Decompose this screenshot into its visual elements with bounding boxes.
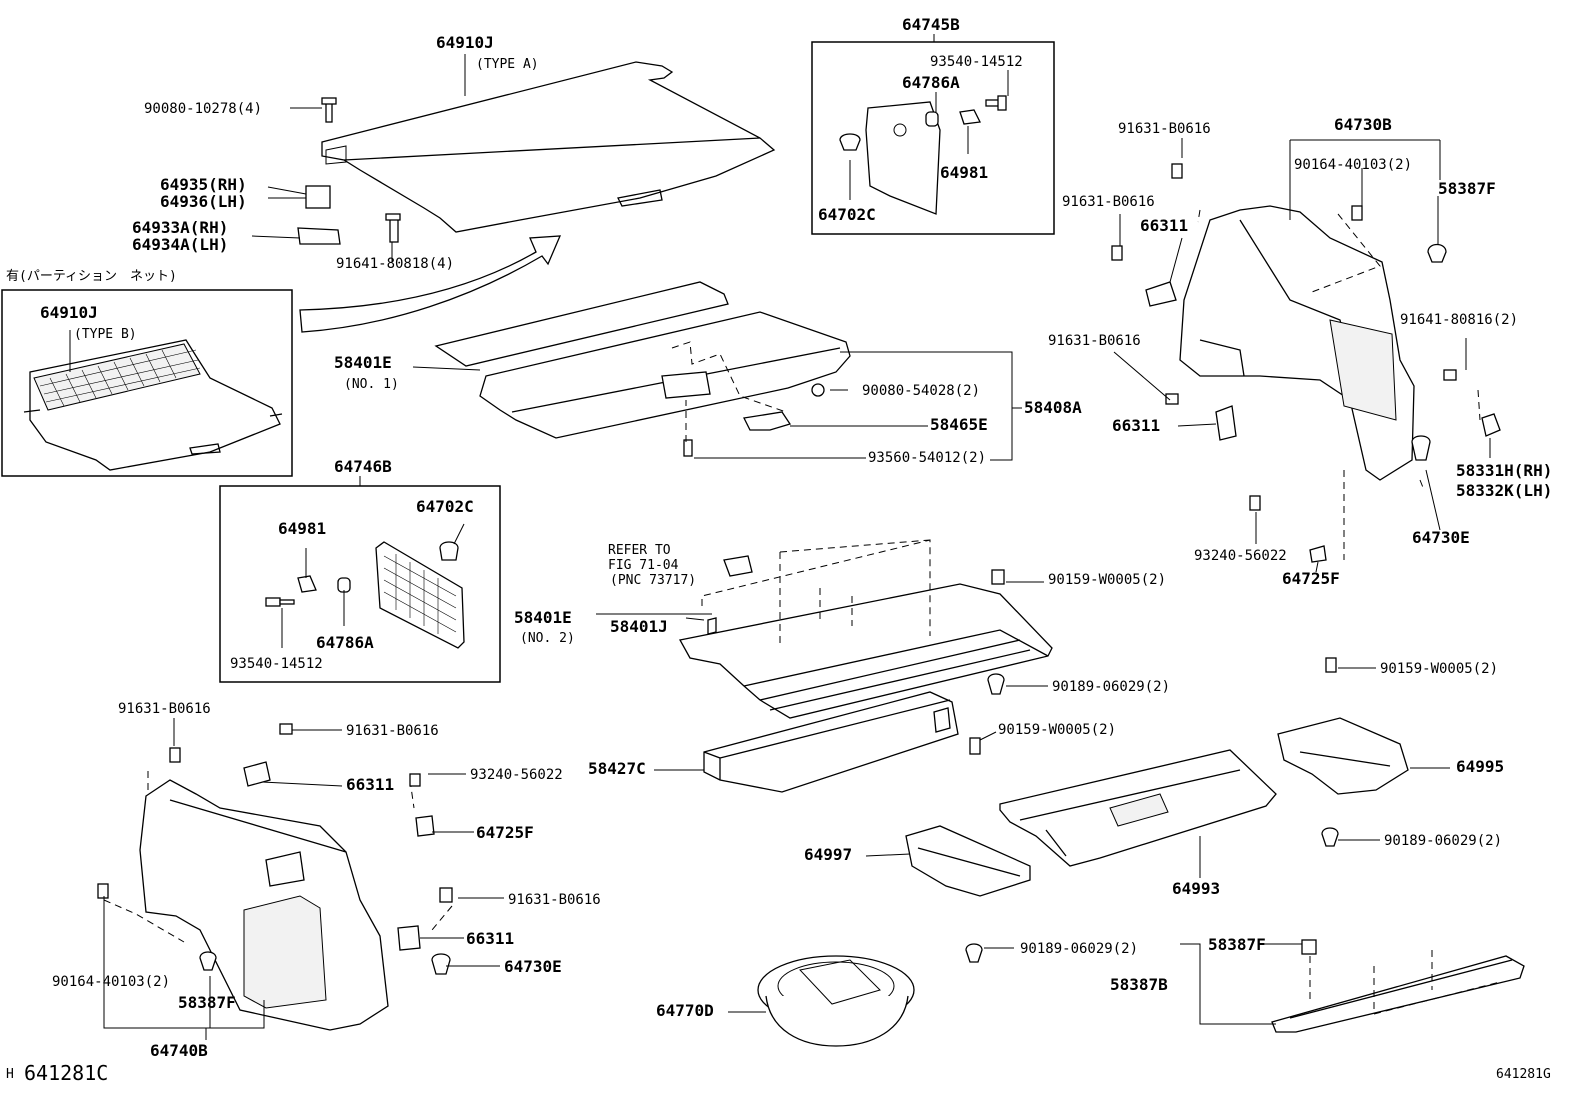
label-91631-B0616-d: 91631-B0616 <box>118 701 211 717</box>
label-66311-c: 66311 <box>346 775 394 794</box>
label-93240-56022-b: 93240-56022 <box>470 767 563 783</box>
label-refer-to: REFER TO <box>608 543 671 558</box>
label-64702C-a: 64702C <box>818 205 876 224</box>
label-64933A: 64933A(RH) <box>132 218 228 237</box>
label-91631-B0616-a: 91631-B0616 <box>1118 121 1211 137</box>
label-58387F-b: 58387F <box>1438 179 1496 198</box>
label-58408A: 58408A <box>1024 398 1082 417</box>
label-90189-06029-c: 90189-06029(2) <box>1384 833 1502 849</box>
label-64936: 64936(LH) <box>160 192 247 211</box>
label-91631-B0616-b: 91631-B0616 <box>1062 194 1155 210</box>
part-labels: 64910J (TYPE A) 90080-10278(4) 64935(RH)… <box>6 15 1552 1060</box>
cargo-tray-64993 <box>999 749 1277 867</box>
label-90164-40103-b: 90164-40103(2) <box>52 974 170 990</box>
spare-tire-tray-64770D <box>757 955 915 1047</box>
label-58465E: 58465E <box>930 415 988 434</box>
label-91631-B0616-e: 91631-B0616 <box>346 723 439 739</box>
label-refer-fig: FIG 71-04 <box>608 558 679 573</box>
label-58387B: 58387B <box>1110 975 1168 994</box>
label-64740B: 64740B <box>150 1041 208 1060</box>
label-58401J: 58401J <box>610 617 668 636</box>
label-64934A: 64934A(LH) <box>132 235 228 254</box>
side-trim-right-64730B <box>1179 205 1415 481</box>
tonneau-cover-type-b <box>23 339 283 471</box>
label-64730E-a: 64730E <box>1412 528 1470 547</box>
box-64745B <box>811 41 1055 235</box>
access-lid-a <box>839 95 1007 215</box>
cover-fasteners <box>297 97 401 245</box>
label-64730E-b: 64730E <box>504 957 562 976</box>
label-58401E-1: 58401E <box>334 353 392 372</box>
label-58331H: 58331H(RH) <box>1456 461 1552 480</box>
label-58332K: 58332K(LH) <box>1456 481 1552 500</box>
label-64725F-b: 64725F <box>476 823 534 842</box>
label-90164-40103-a: 90164-40103(2) <box>1294 157 1412 173</box>
type-b-box <box>1 289 293 477</box>
label-partition-note: 有(パーティション ネット) <box>6 269 177 284</box>
label-64993: 64993 <box>1172 879 1220 898</box>
side-tray-64995 <box>1277 717 1409 795</box>
label-66311-b: 66311 <box>1112 416 1160 435</box>
label-64730B: 64730B <box>1334 115 1392 134</box>
sill-plate-58387B <box>1271 955 1525 1033</box>
label-64786A-a: 64786A <box>902 73 960 92</box>
label-90189-06029-b: 90189-06029(2) <box>1020 941 1138 957</box>
label-64910J-a: 64910J <box>436 33 494 52</box>
label-91631-B0616-f: 91631-B0616 <box>508 892 601 908</box>
label-64725F-a: 64725F <box>1282 569 1340 588</box>
label-64746B: 64746B <box>334 457 392 476</box>
label-64997: 64997 <box>804 845 852 864</box>
label-no2: (NO. 2) <box>520 631 575 646</box>
label-91641-80816: 91641-80816(2) <box>1400 312 1518 328</box>
label-66311-a: 66311 <box>1140 216 1188 235</box>
label-type-a: (TYPE A) <box>476 57 539 72</box>
access-lid-b <box>265 541 465 649</box>
deck-board-no1 <box>434 281 851 457</box>
label-90159-W0005-a: 90159-W0005(2) <box>1048 572 1166 588</box>
label-64995: 64995 <box>1456 757 1504 776</box>
label-64935: 64935(RH) <box>160 175 247 194</box>
footer-mark: H <box>6 1067 14 1082</box>
label-66311-d: 66311 <box>466 929 514 948</box>
label-93540-14512-a: 93540-14512 <box>930 54 1023 70</box>
label-64981-b: 64981 <box>278 519 326 538</box>
label-90080-54028: 90080-54028(2) <box>862 383 980 399</box>
deck-board-no2 <box>678 555 1053 719</box>
label-90189-06029-a: 90189-06029(2) <box>1052 679 1170 695</box>
label-93560-54012: 93560-54012(2) <box>868 450 986 466</box>
label-58387F-a: 58387F <box>1208 935 1266 954</box>
label-90080-10278: 90080-10278(4) <box>144 101 262 117</box>
small-fasteners <box>97 163 1501 975</box>
label-90159-W0005-b: 90159-W0005(2) <box>998 722 1116 738</box>
label-64702C-b: 64702C <box>416 497 474 516</box>
side-tray-64997 <box>905 825 1031 897</box>
label-58401E-2: 58401E <box>514 608 572 627</box>
tonneau-cover-type-a <box>321 61 776 233</box>
footer-right-code: 641281G <box>1496 1067 1551 1082</box>
label-64981-a: 64981 <box>940 163 988 182</box>
label-refer-pnc: (PNC 73717) <box>610 573 696 588</box>
label-64910J-b: 64910J <box>40 303 98 322</box>
storage-foam-58427C <box>703 691 959 793</box>
footer-left-code: 641281C <box>24 1061 108 1085</box>
label-64786A-b: 64786A <box>316 633 374 652</box>
side-trim-left-64740B <box>139 779 389 1031</box>
label-no1: (NO. 1) <box>344 377 399 392</box>
label-91631-B0616-c: 91631-B0616 <box>1048 333 1141 349</box>
label-58427C: 58427C <box>588 759 646 778</box>
label-93540-14512-b: 93540-14512 <box>230 656 323 672</box>
label-type-b: (TYPE B) <box>74 327 137 342</box>
leader-lines <box>69 34 1491 1040</box>
label-64745B: 64745B <box>902 15 960 34</box>
label-58387F-c: 58387F <box>178 993 236 1012</box>
label-64770D: 64770D <box>656 1001 714 1020</box>
label-93240-56022-a: 93240-56022 <box>1194 548 1287 564</box>
label-91641-80818: 91641-80818(4) <box>336 256 454 272</box>
curved-arrow <box>299 235 562 333</box>
label-90159-W0005-c: 90159-W0005(2) <box>1380 661 1498 677</box>
